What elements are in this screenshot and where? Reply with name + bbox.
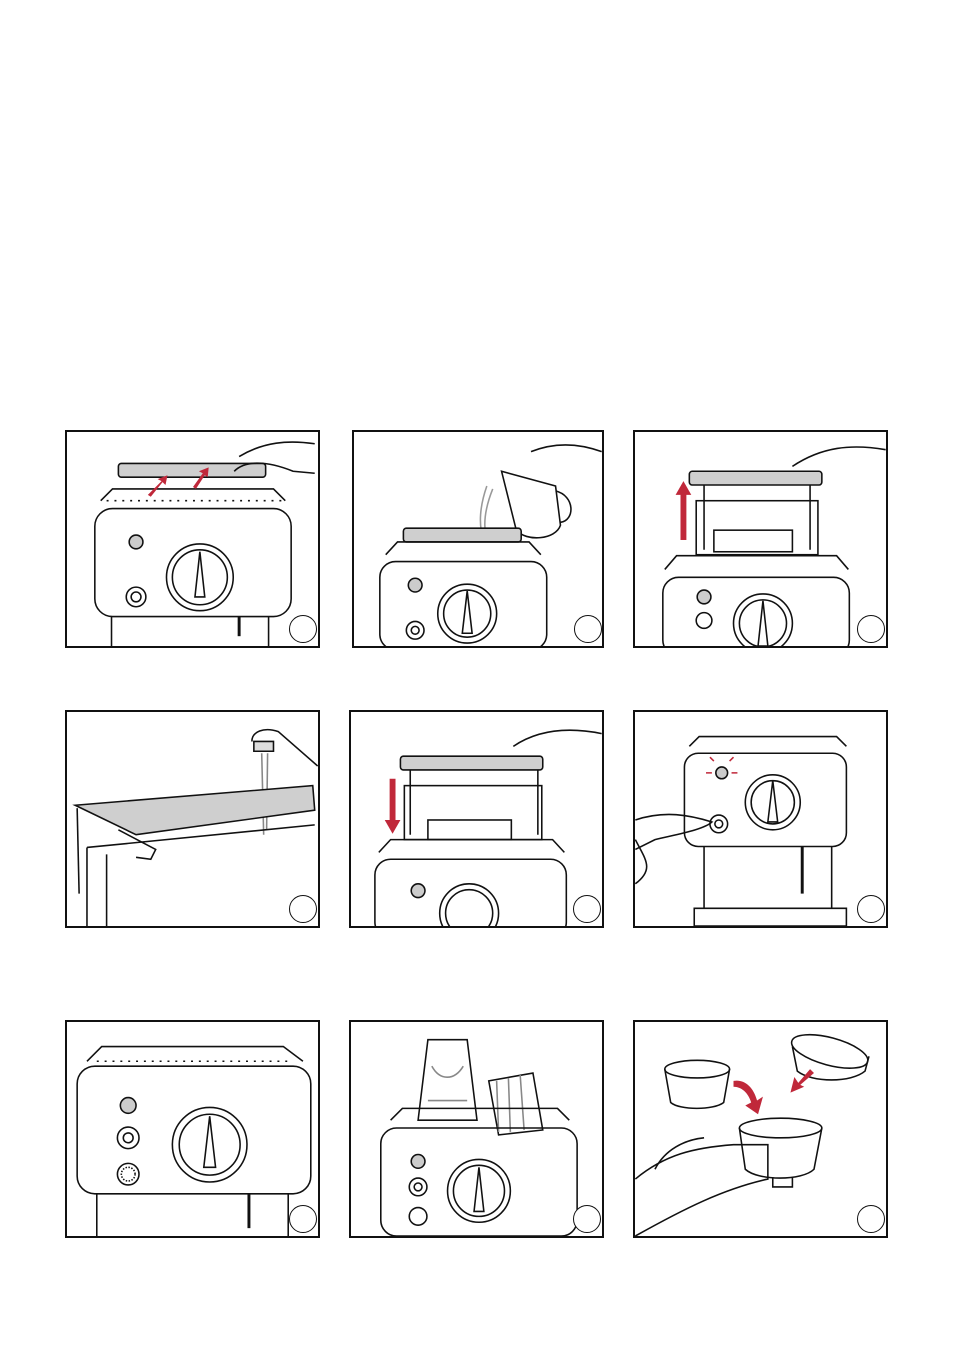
step-number-circle	[573, 1205, 601, 1233]
step-number-circle	[289, 615, 317, 643]
step-number-circle	[857, 615, 885, 643]
step-panel-6	[633, 710, 888, 928]
step-panel-8	[349, 1020, 604, 1238]
step-panel-4	[65, 710, 320, 928]
machine-front-view-icon	[67, 1022, 318, 1236]
step-panel-1	[65, 430, 320, 648]
step-panel-7	[65, 1020, 320, 1238]
step-panel-5	[349, 710, 604, 928]
step-number-circle	[573, 895, 601, 923]
insert-filter-into-holder-icon	[635, 1022, 886, 1236]
step-number-circle	[289, 895, 317, 923]
step-panel-2	[352, 430, 604, 648]
press-power-button-icon	[635, 712, 886, 926]
step-number-circle	[289, 1205, 317, 1233]
step-panel-3	[633, 430, 888, 648]
step-number-circle	[857, 1205, 885, 1233]
step-number-circle	[857, 895, 885, 923]
step-panel-9	[633, 1020, 888, 1238]
rinse-tank-under-tap-icon	[67, 712, 318, 926]
lift-water-tank-lid-icon	[67, 432, 318, 646]
remove-water-tank-icon	[635, 432, 886, 646]
pour-water-into-tank-icon	[354, 432, 602, 646]
step-number-circle	[574, 615, 602, 643]
cups-on-warming-plate-icon	[351, 1022, 602, 1236]
place-water-tank-icon	[351, 712, 602, 926]
